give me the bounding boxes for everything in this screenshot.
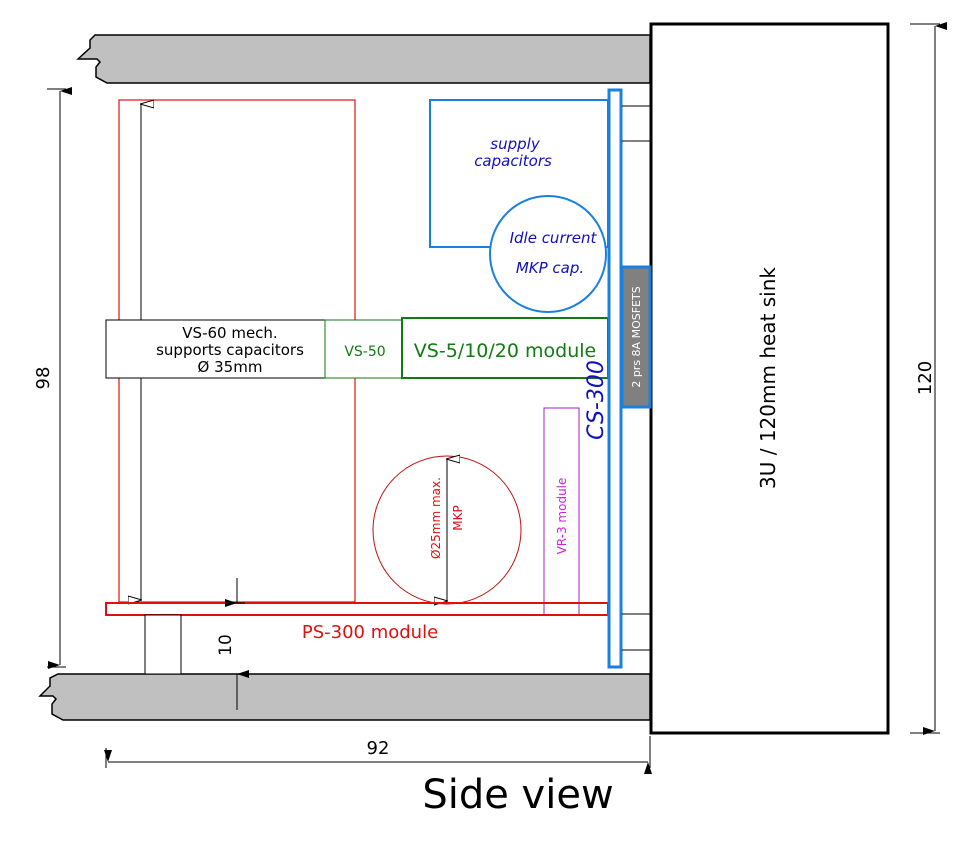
cs300-board xyxy=(607,88,623,669)
dimension-10-label: 10 xyxy=(216,634,236,656)
dimension-98: 98 xyxy=(33,87,72,669)
idle-current-cap-circle xyxy=(489,195,607,313)
vs-module-box xyxy=(401,317,609,379)
top-chassis-plate xyxy=(76,34,651,84)
vs50-label: VS-50 xyxy=(344,344,385,360)
bottom-chassis-plate xyxy=(38,673,651,721)
mosfet-block xyxy=(620,265,652,409)
mounting-lines xyxy=(622,105,651,651)
ps300-label: PS-300 module xyxy=(302,622,438,643)
heat-sink-label: 3U / 120mm heat sink xyxy=(756,267,780,489)
vr3-label: VR-3 module xyxy=(555,478,569,555)
supply-label-2: capacitors xyxy=(474,152,552,170)
diagram-title: Side view xyxy=(422,772,613,818)
standoff xyxy=(144,614,182,675)
mkp-label: MKP xyxy=(451,505,465,530)
dimension-92-label: 92 xyxy=(367,738,390,759)
heat-sink xyxy=(649,22,890,735)
idle-label-1: Idle current xyxy=(510,229,598,247)
ps300-module xyxy=(105,602,609,616)
vs60-label-1: VS-60 mech. xyxy=(182,324,277,342)
dimension-10: 10 xyxy=(216,578,249,710)
vs60-box xyxy=(105,319,326,379)
cs300-label: CS-300 xyxy=(584,360,609,440)
vs60-label-3: Ø 35mm xyxy=(198,358,263,376)
dimension-92: 92 xyxy=(104,736,652,774)
dimension-98-label: 98 xyxy=(33,367,54,390)
mosfet-label: 2 prs 8A MOSFETS xyxy=(630,286,643,387)
vs60-label-2: supports capacitors xyxy=(156,341,304,359)
dimension-120-label: 120 xyxy=(915,361,936,395)
supply-label-1: supply xyxy=(490,135,541,153)
vs50-box xyxy=(324,319,403,379)
idle-label-2: MKP cap. xyxy=(516,259,584,277)
dimension-120: 120 xyxy=(910,22,947,735)
mkp-dim-label: Ø25mm max. xyxy=(429,477,443,559)
vs-module-label: VS-5/10/20 module xyxy=(414,340,596,362)
